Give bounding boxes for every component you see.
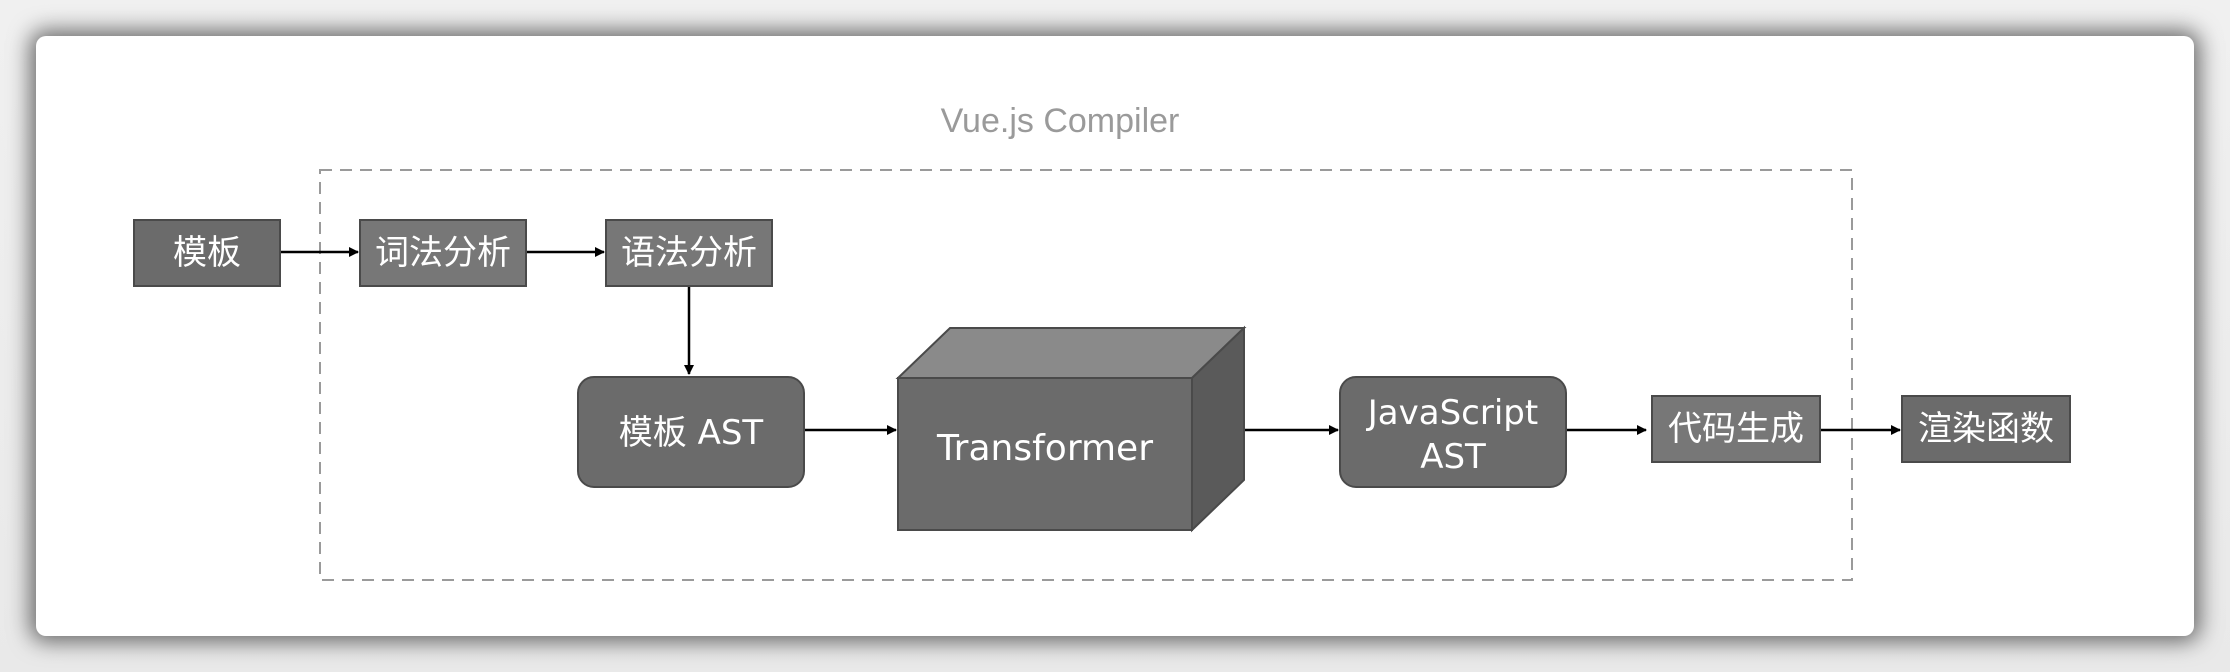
node-transformer: Transformer xyxy=(895,325,1247,533)
compiler-boundary xyxy=(319,169,1853,581)
node-syntax-analysis-label: 语法分析 xyxy=(621,233,757,273)
node-javascript-ast-label-line1: JavaScript xyxy=(1366,393,1538,433)
node-syntax-analysis: 语法分析 xyxy=(605,219,773,287)
transformer-cube-top xyxy=(895,327,1247,379)
node-javascript-ast-label-line2: AST xyxy=(1420,437,1486,477)
transformer-cube-front xyxy=(897,377,1193,531)
node-code-generation: 代码生成 xyxy=(1651,395,1821,463)
node-code-generation-label: 代码生成 xyxy=(1668,409,1804,449)
node-render-function: 渲染函数 xyxy=(1901,395,2071,463)
node-render-function-label: 渲染函数 xyxy=(1918,409,2054,449)
node-transformer-label: Transformer xyxy=(936,428,1153,469)
node-lexical-analysis: 词法分析 xyxy=(359,219,527,287)
node-template-label: 模板 xyxy=(173,233,241,273)
node-template-ast-label: 模板 AST xyxy=(619,413,764,453)
node-lexical-analysis-label: 词法分析 xyxy=(375,233,511,273)
node-javascript-ast: JavaScript AST xyxy=(1339,376,1567,488)
node-template-ast: 模板 AST xyxy=(577,376,805,488)
node-template: 模板 xyxy=(133,219,281,287)
compiler-label: Vue.js Compiler xyxy=(941,102,1180,140)
